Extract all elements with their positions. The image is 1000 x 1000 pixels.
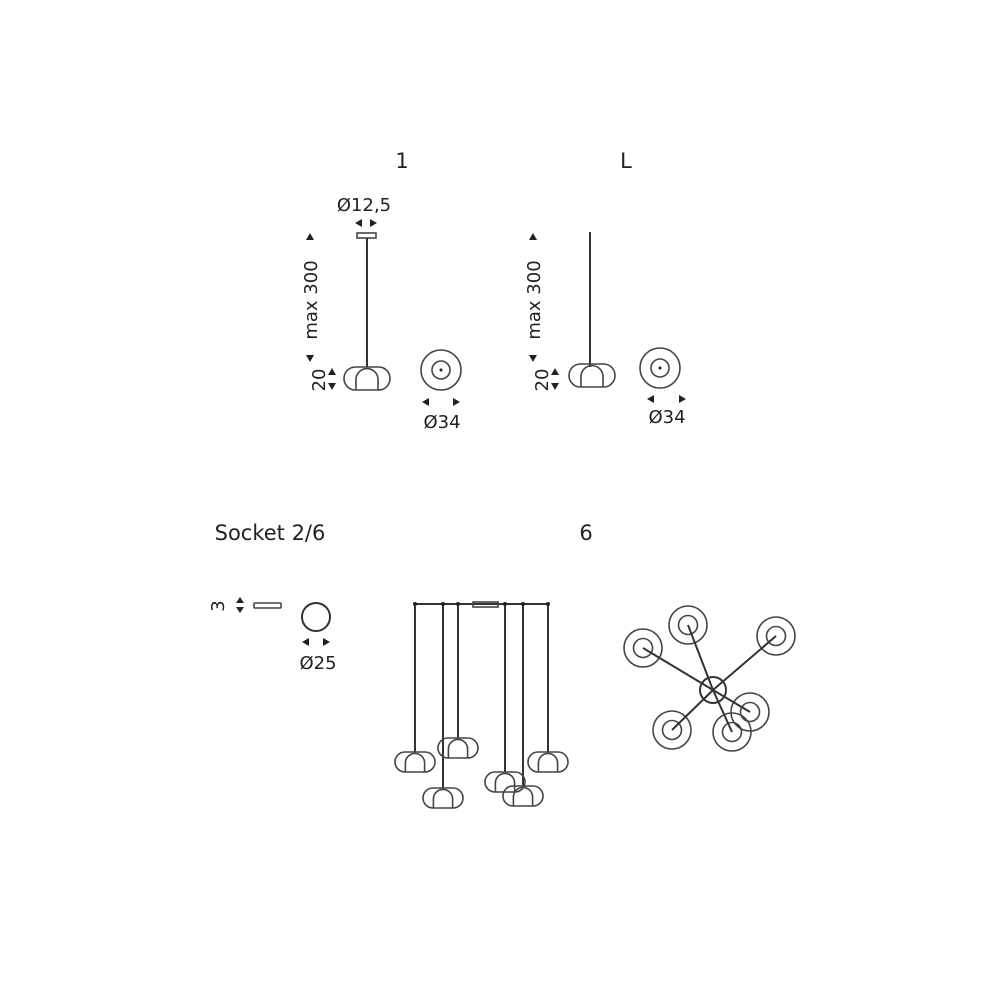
canopy-diameter-label: Ø12,5 <box>337 195 391 216</box>
shade-top-view <box>652 689 714 750</box>
shade-arch <box>512 786 534 806</box>
variant-l-drawing: L max 300 20 Ø34 <box>524 149 686 428</box>
pendant-shade <box>484 771 526 793</box>
cable-anchor <box>413 602 417 606</box>
shade-top-view-outer <box>420 349 462 391</box>
canopy-diameter-arrows <box>355 219 377 227</box>
shade-outline <box>502 785 544 807</box>
height-arrow-bottom <box>529 355 537 362</box>
socket-diameter-arrows <box>302 638 330 646</box>
variant-1-drawing: 1 Ø12,5 max 300 20 Ø34 <box>301 149 462 433</box>
arm <box>712 689 733 733</box>
shade-arch <box>404 752 426 772</box>
socket-top-view <box>301 602 331 632</box>
shade-outer-ring <box>756 616 796 656</box>
variant-6-title: 6 <box>579 521 592 545</box>
shade-outline <box>568 363 616 388</box>
shade-inner-ring <box>632 637 654 659</box>
socket-thickness-label: 3 <box>208 600 229 611</box>
shade-outline <box>343 366 391 391</box>
shade-outline <box>437 737 479 759</box>
shade-outer-ring <box>668 605 708 645</box>
socket-title: Socket 2/6 <box>215 521 326 545</box>
height-arrow-top <box>529 233 537 240</box>
pendant-shade <box>502 785 544 807</box>
pendant-shade <box>394 751 436 773</box>
socket-drawing: Socket 2/6 3 Ø25 <box>208 521 337 674</box>
height-label: max 300 <box>524 260 545 339</box>
six-pendants-front-view <box>394 602 569 809</box>
shade-inner-ring <box>721 721 743 743</box>
cable-anchor <box>546 602 550 606</box>
shade-top-view-center <box>658 366 662 370</box>
shade-top-view <box>712 616 796 691</box>
variant-1-title: 1 <box>395 149 408 173</box>
shade-arch <box>580 364 604 387</box>
socket-side-view <box>253 602 282 609</box>
pendant-shade <box>568 363 616 388</box>
shade-outline <box>527 751 569 773</box>
six-pendants-top-view <box>623 605 796 752</box>
shade-outer-ring <box>652 710 692 750</box>
shade-height-label: 20 <box>532 369 553 392</box>
variant-6-drawing: 6 <box>394 521 796 809</box>
shade-top-view <box>712 689 770 732</box>
shade-inner-ring <box>765 625 787 647</box>
pendant-shade <box>422 787 464 809</box>
pendant-shade <box>343 366 391 391</box>
variant-l-title: L <box>620 149 632 173</box>
shade-top-view-outer <box>639 347 681 389</box>
shade-arch <box>432 788 454 808</box>
shade-outline <box>394 751 436 773</box>
shade-top-view-inner <box>650 358 670 378</box>
shade-outer-ring <box>712 712 752 752</box>
canopy-top-view <box>699 676 727 704</box>
shade-diameter-label: Ø34 <box>648 407 685 428</box>
height-arrow-bottom <box>306 355 314 362</box>
canopy <box>356 232 377 239</box>
shade-top-view <box>712 689 752 752</box>
cable-anchor <box>441 602 445 606</box>
shade-outer-ring <box>623 628 663 668</box>
shade-arch <box>355 367 379 390</box>
cable-anchor <box>456 602 460 606</box>
arm <box>712 689 751 713</box>
pendant-shade <box>527 751 569 773</box>
shade-arch <box>494 772 516 792</box>
shade-height-label: 20 <box>309 369 330 392</box>
height-arrow-top <box>306 233 314 240</box>
shade-top-view <box>623 628 714 691</box>
shade-diameter-arrows <box>647 395 686 403</box>
socket-diameter-label: Ø25 <box>299 653 336 674</box>
shade-inner-ring <box>739 701 761 723</box>
shade-height-arrows <box>328 368 336 390</box>
shade-top-view-center <box>439 368 443 372</box>
height-label: max 300 <box>301 260 322 339</box>
shade-arch <box>447 738 469 758</box>
shade-inner-ring <box>661 719 683 741</box>
shade-height-arrows <box>551 368 559 390</box>
shade-diameter-label: Ø34 <box>423 412 460 433</box>
socket-thickness-arrows <box>236 597 244 613</box>
arm <box>687 624 714 691</box>
shade-outline <box>484 771 526 793</box>
pendant-shade <box>437 737 479 759</box>
shade-arch <box>537 752 559 772</box>
arm <box>671 689 714 731</box>
shade-top-view-inner <box>431 360 451 380</box>
shade-top-view <box>668 605 714 691</box>
shade-outer-ring <box>730 692 770 732</box>
cable-anchor <box>503 602 507 606</box>
cable-anchor <box>521 602 525 606</box>
shade-diameter-arrows <box>422 398 460 406</box>
shade-inner-ring <box>677 614 699 636</box>
shade-outline <box>422 787 464 809</box>
canopy <box>472 601 499 608</box>
